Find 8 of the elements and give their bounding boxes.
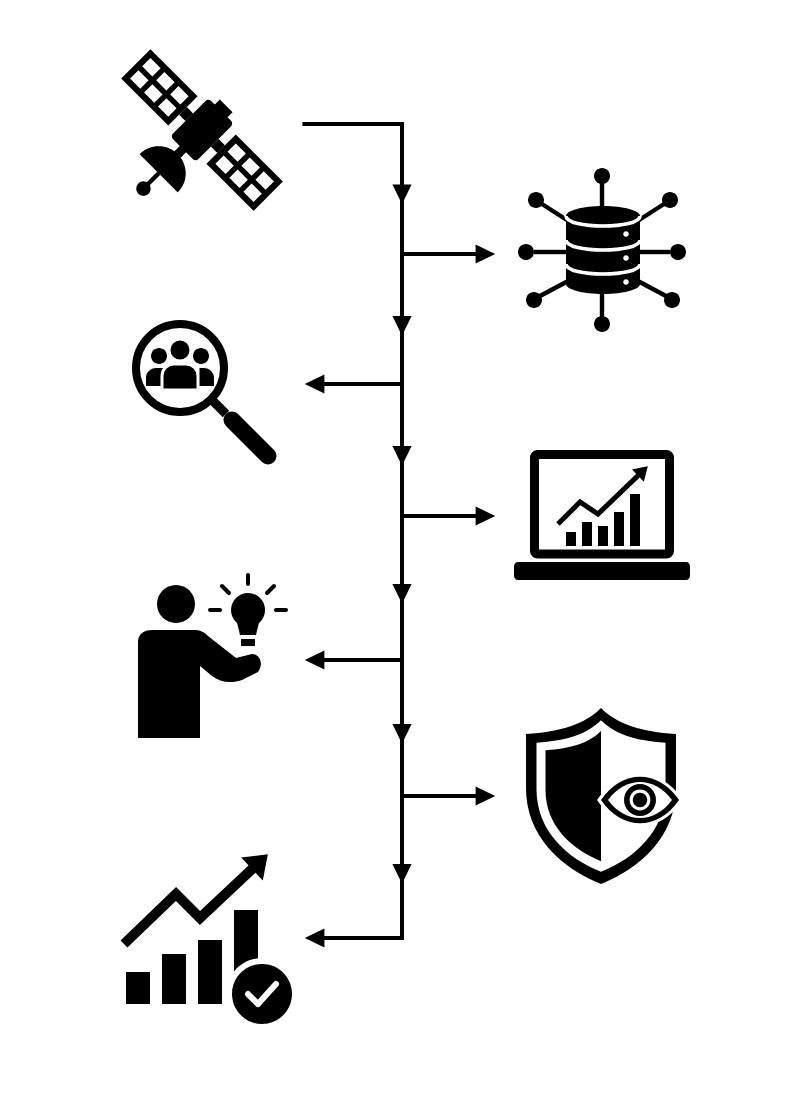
laptop-chart-icon [514, 450, 690, 580]
arrow [302, 122, 412, 254]
magnifier-people-icon [132, 320, 277, 465]
satellite-icon [121, 49, 283, 211]
database-network-icon [518, 168, 686, 332]
person-lightbulb-icon [138, 573, 288, 738]
growth-chart-icon [120, 854, 298, 1030]
shield-eye-icon [526, 708, 683, 884]
